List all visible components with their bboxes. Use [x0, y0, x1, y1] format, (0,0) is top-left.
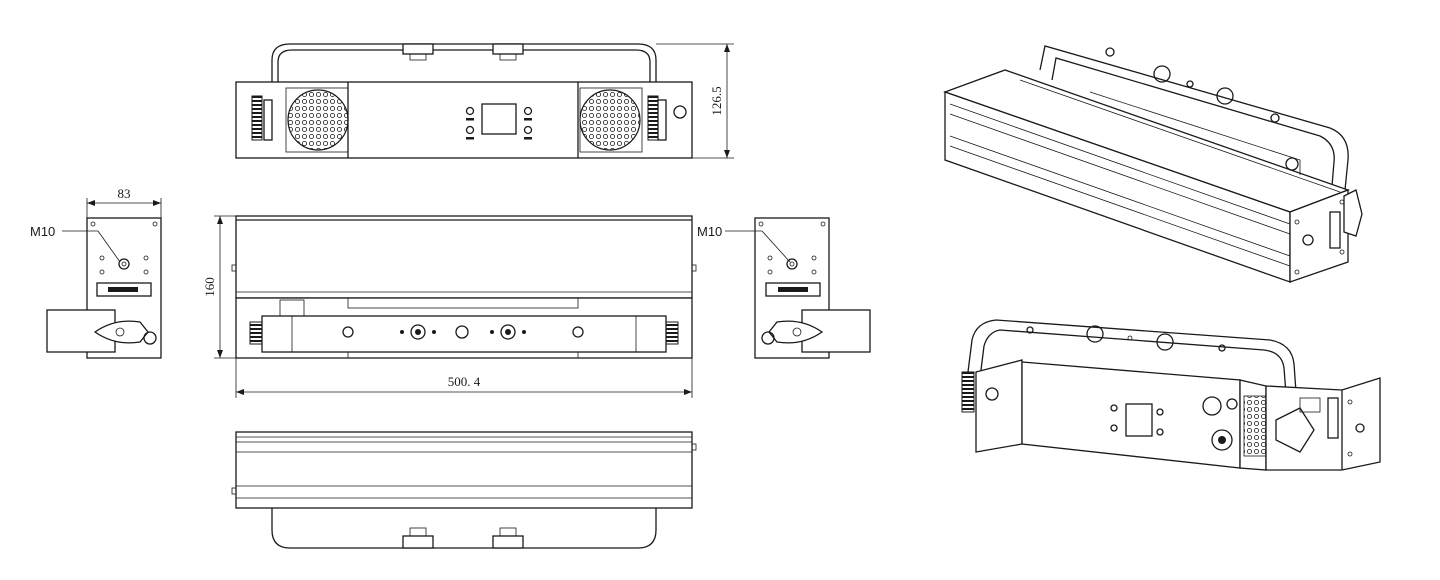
dimension-depth: 83 — [118, 186, 131, 201]
dimension-height-top: 126.5 — [709, 86, 724, 115]
dimension-height-front: 160 — [202, 277, 217, 297]
top-view: 126.5 — [235, 43, 734, 159]
front-view: 160 500. 4 — [202, 215, 697, 398]
right-side-view: M10 — [697, 217, 871, 359]
isometric-view-front — [943, 45, 1363, 283]
callout-m10-left: M10 — [30, 224, 55, 239]
left-side-view: 83 M10 — [30, 186, 162, 359]
callout-m10-right: M10 — [697, 224, 722, 239]
bottom-view — [231, 431, 697, 549]
dimension-length: 500. 4 — [448, 374, 481, 389]
isometric-view-rear — [961, 319, 1381, 471]
